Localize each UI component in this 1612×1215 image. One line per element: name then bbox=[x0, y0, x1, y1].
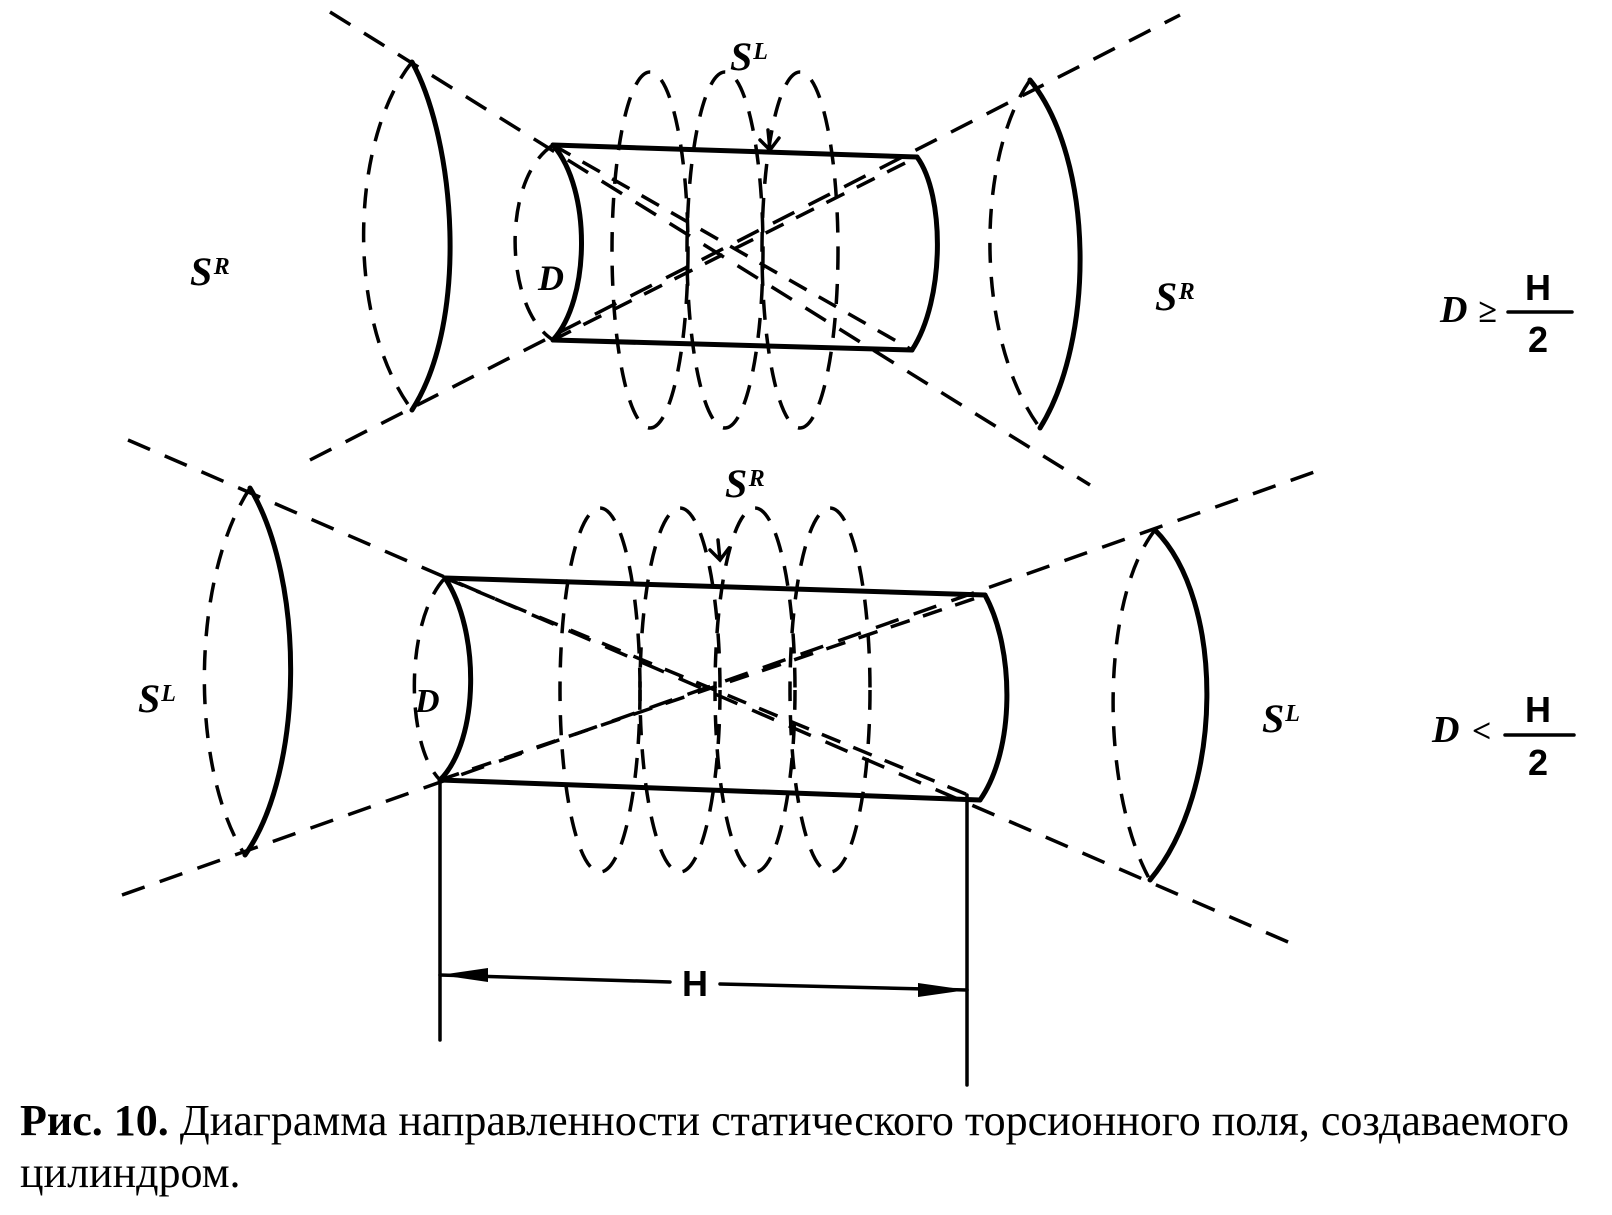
figure-caption: Рис. 10. Диаграмма направленности статич… bbox=[20, 1095, 1580, 1199]
bottom-cylinder-left-cap-solid bbox=[437, 575, 474, 783]
top-cylinder-top-edge bbox=[550, 142, 920, 160]
top-condition-lhs: D bbox=[1439, 289, 1467, 331]
figure-number: Рис. 10. bbox=[20, 1096, 169, 1145]
bottom-condition-den: 2 bbox=[1528, 742, 1548, 783]
top-left-label: Sᴿ bbox=[190, 249, 229, 294]
top-cylinder-bottom-edge bbox=[550, 337, 915, 353]
top-diagram: Sᴸ Sᴿ Sᴿ D D ≥ H 2 bbox=[190, 10, 1574, 487]
bottom-condition-num: H bbox=[1525, 689, 1551, 730]
top-diameter-label: D bbox=[537, 258, 564, 298]
bottom-diameter-label: D bbox=[414, 683, 440, 720]
top-loop-1 bbox=[610, 70, 690, 430]
top-right-lobe-dashed bbox=[988, 79, 1042, 430]
bottom-label-sr: Sᴿ bbox=[725, 461, 764, 506]
bottom-right-lobe-solid bbox=[1147, 527, 1210, 883]
bottom-loop-arrow bbox=[708, 538, 731, 563]
bottom-condition-op: < bbox=[1472, 713, 1491, 750]
bottom-left-lobe-dashed bbox=[202, 487, 252, 856]
bottom-right-label: Sᴸ bbox=[1262, 696, 1299, 741]
bottom-diagonal-2 bbox=[439, 593, 986, 782]
top-condition-op: ≥ bbox=[1478, 293, 1497, 330]
top-condition: D ≥ H 2 bbox=[1439, 267, 1574, 360]
bottom-left-label: Sᴸ bbox=[138, 676, 175, 721]
top-right-lobe-solid bbox=[1027, 77, 1083, 431]
top-condition-den: 2 bbox=[1528, 319, 1548, 360]
dimension-arrowhead-right bbox=[918, 983, 967, 997]
top-loop-arrow bbox=[758, 128, 781, 153]
top-condition-num: H bbox=[1525, 267, 1551, 308]
top-loop-2 bbox=[685, 70, 765, 430]
bottom-condition: D < H 2 bbox=[1431, 689, 1576, 783]
top-left-lobe-solid bbox=[409, 59, 453, 413]
top-cone-line-upper-left bbox=[329, 10, 1091, 487]
dimension-arrowhead-left bbox=[440, 968, 488, 982]
top-left-lobe-dashed bbox=[361, 60, 414, 412]
bottom-loop-1 bbox=[558, 506, 642, 874]
top-cylinder-right-cap bbox=[909, 154, 940, 353]
length-label: H bbox=[682, 963, 708, 1004]
top-right-label: Sᴿ bbox=[1155, 274, 1194, 319]
top-cylinder-left-cap-dashed bbox=[513, 143, 554, 342]
bottom-cylinder-left-cap-dashed bbox=[412, 576, 447, 782]
bottom-loop-3 bbox=[713, 506, 797, 874]
bottom-diagram: H Sᴿ Sᴸ Sᴸ D D < H 2 bbox=[121, 438, 1576, 1087]
top-label-sl: Sᴸ bbox=[730, 34, 767, 79]
bottom-cylinder-right-cap bbox=[977, 592, 1010, 803]
top-cylinder-left-cap-solid bbox=[550, 142, 584, 343]
bottom-right-lobe-dashed bbox=[1111, 528, 1157, 881]
bottom-cone-line-1 bbox=[127, 438, 1296, 947]
bottom-cylinder-top-edge bbox=[442, 575, 988, 598]
caption-text: Диаграмма направленности статического то… bbox=[20, 1096, 1569, 1197]
bottom-left-lobe-solid bbox=[242, 485, 294, 858]
top-loop-3 bbox=[760, 70, 840, 430]
bottom-cone-line-2 bbox=[121, 468, 1321, 897]
bottom-loop-2 bbox=[638, 506, 722, 874]
bottom-cylinder-bottom-edge bbox=[437, 777, 983, 803]
bottom-loop-4 bbox=[788, 506, 872, 874]
bottom-condition-lhs: D bbox=[1431, 709, 1459, 751]
top-diagonal-1 bbox=[552, 143, 913, 352]
